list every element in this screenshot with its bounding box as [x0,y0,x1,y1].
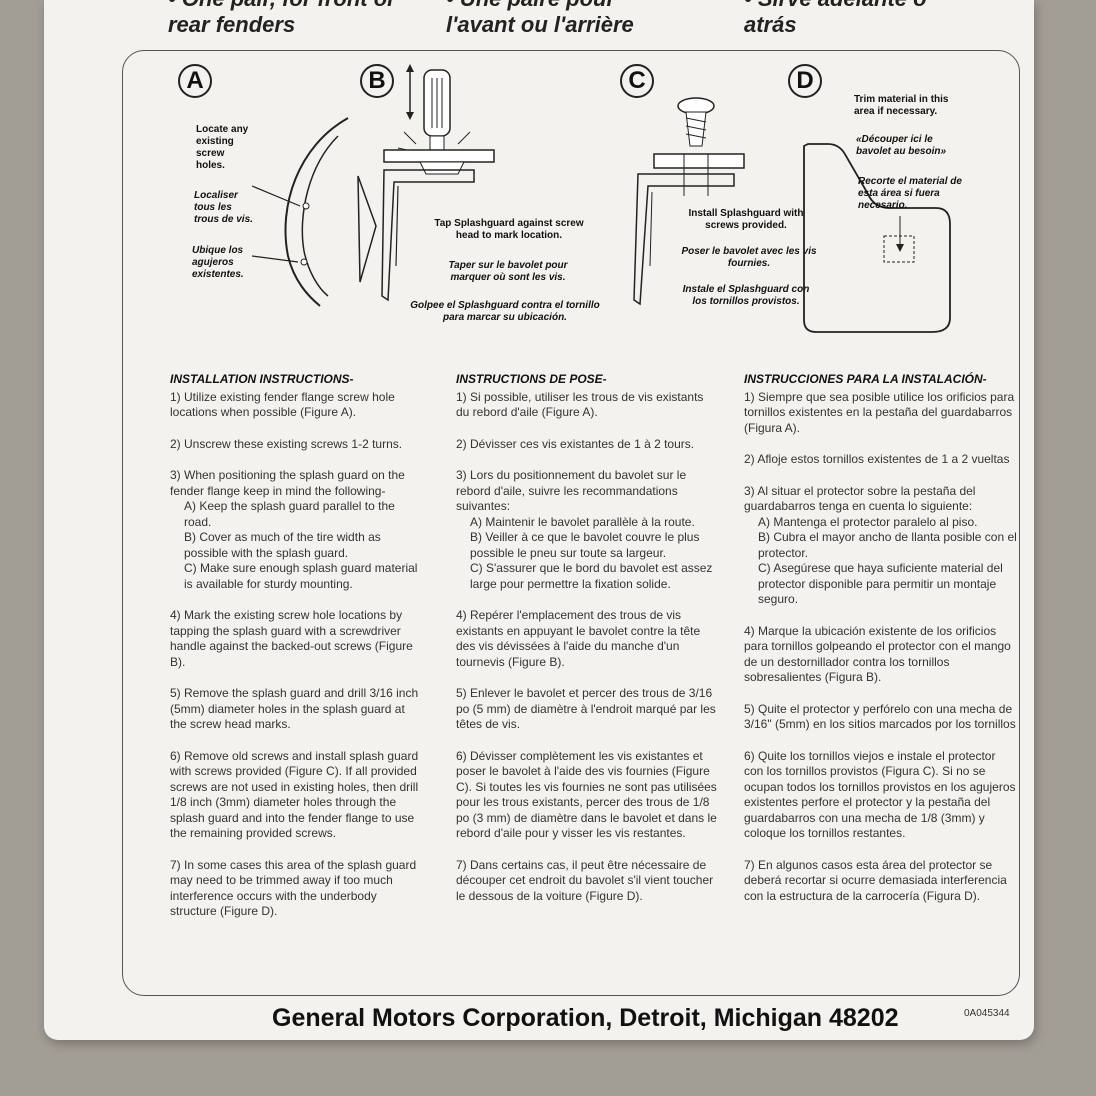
instructions-spanish-title: INSTRUCCIONES PARA LA INSTALACIÓN- [744,372,987,386]
step-3b-es: B) Cubra el mayor ancho de llanta posibl… [758,530,1017,560]
step-1-fr: 1) Si possible, utiliser les trous de vi… [456,389,704,420]
figure-a-note-fr: Localiser tous les trous de vis. [194,190,253,225]
step-3-fr: 3) Lors du positionnement du bavolet sur… [456,468,720,592]
company-footer: General Motors Corporation, Detroit, Mic… [272,1004,899,1032]
step-7-fr: 7) Dans certains cas, il peut être néces… [456,857,714,903]
instructions-english-title: INSTALLATION INSTRUCTIONS- [170,372,354,386]
top-note-english: • One pair, for front or rear fenders [168,0,396,37]
splash-guard-illustration [803,143,951,333]
instructions-frame [122,50,1020,996]
step-3-es: 3) Al situar el protector sobre la pesta… [744,483,1017,607]
step-6-fr: 6) Dévisser complètement les vis existan… [456,748,717,841]
figure-a: A Locate any existing screw holes. Local… [148,56,378,346]
step-6-en: 6) Remove old screws and install splash … [170,748,419,841]
step-4-en: 4) Mark the existing screw hole location… [170,608,413,669]
figure-c-note-fr: Poser le bavolet avec les vis fournies. [681,246,817,269]
instructions-english: INSTALLATION INSTRUCTIONS- 1) Utilize ex… [170,372,420,936]
figure-b-badge: B [360,64,394,98]
figure-a-note-en: Locate any existing screw holes. [196,124,249,171]
figure-b-note-es: Golpee el Splashguard contra el tornillo… [410,300,600,323]
step-6-es: 6) Quite los tornillos viejos e instale … [744,748,1016,841]
figure-a-note-es: Ubique los agujeros existentes. [192,245,244,280]
step-5-en: 5) Remove the splash guard and drill 3/1… [170,686,419,731]
top-note-french: • Une paire pour l'avant ou l'arrière [446,0,634,37]
figure-b: B Tap Splashguard against screw head to … [354,56,600,346]
instructions-spanish: INSTRUCCIONES PARA LA INSTALACIÓN- 1) Si… [744,372,1018,920]
step-2-en: 2) Unscrew these existing screws 1-2 tur… [170,436,403,451]
step-7-en: 7) In some cases this area of the splash… [170,857,417,919]
step-2-fr: 2) Dévisser ces vis existantes de 1 à 2 … [456,436,695,451]
step-4-es: 4) Marque la ubicación existente de los … [744,623,1011,685]
step-5-es: 5) Quite el protector y perfórelo con un… [744,701,1016,732]
step-1-en: 1) Utilize existing fender flange screw … [170,389,395,420]
step-5-fr: 5) Enlever le bavolet et percer des trou… [456,686,716,731]
figure-d: D Trim material in this area if necessar… [784,56,1024,346]
screwdriver-illustration [381,64,495,302]
step-7-es: 7) En algunos casos esta área del protec… [744,857,1007,903]
step-3a-fr: A) Maintenir le bavolet parallèle à la r… [470,514,695,529]
figure-d-note-en: Trim material in this area if necessary. [854,94,949,117]
instructions-french-title: INSTRUCTIONS DE POSE- [456,372,607,386]
top-note-spanish: • Sirve adelante o atrás [744,0,927,37]
figure-b-note-fr: Taper sur le bavolet pour marquer où son… [448,260,568,283]
step-3c-es: C) Asegúrese que haya suficiente materia… [758,561,1003,606]
instruction-sheet: • One pair, for front or rear fenders • … [44,0,1034,1040]
step-4-fr: 4) Repérer l'emplacement des trous de vi… [456,608,701,669]
step-3c-fr: C) S'assurer que le bord du bavolet est … [470,561,713,591]
step-3a-en: A) Keep the splash guard parallel to the… [184,499,395,529]
figure-d-note-fr: «Découper ici le bavolet au besoin» [856,134,947,157]
figure-d-note-es: Recorte el material de esta área si fuer… [858,176,962,211]
figure-c-badge: C [620,64,654,98]
step-3-en: 3) When positioning the splash guard on … [170,468,420,592]
figure-c: C Install Splashguard with screws provid… [574,56,817,346]
step-3c-en: C) Make sure enough splash guard materia… [184,561,418,591]
figure-c-note-en: Install Splashguard with screws provided… [688,208,804,231]
screw-install-illustration [633,97,745,306]
step-3b-fr: B) Veiller à ce que le bavolet couvre le… [470,530,700,560]
figure-d-badge: D [788,64,822,98]
instructions-french: INSTRUCTIONS DE POSE- 1) Si possible, ut… [456,372,720,920]
part-code: 0A045344 [964,1008,1010,1019]
figure-b-note-en: Tap Splashguard against screw head to ma… [434,218,584,241]
step-1-es: 1) Siempre que sea posible utilice los o… [744,389,1015,435]
step-2-es: 2) Afloje estos tornillos existentes de … [744,452,1010,466]
figure-c-note-es: Instale el Splashguard con los tornillos… [682,284,810,307]
figure-a-badge: A [178,64,212,98]
step-3b-en: B) Cover as much of the tire width as po… [184,530,381,560]
step-3a-es: A) Mantenga el protector paralelo al pis… [758,514,978,529]
fender-illustration [251,117,377,307]
